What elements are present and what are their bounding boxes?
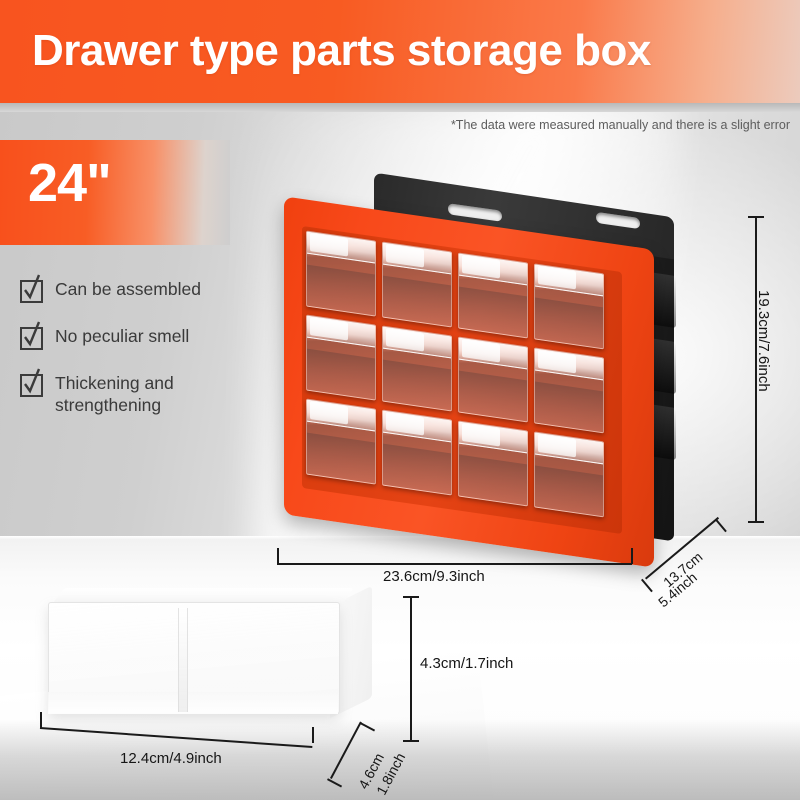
feature-label: Thickening and strengthening: [55, 373, 174, 416]
dim-cap: [312, 727, 314, 743]
header-divider: [0, 103, 800, 112]
drawer-divider: [178, 608, 188, 712]
feature-item: No peculiar smell: [20, 321, 270, 350]
table-lip: [0, 536, 800, 543]
feature-item: Can be assembled: [20, 274, 270, 303]
single-drawer-product: [30, 580, 372, 730]
dim-cap: [277, 548, 279, 564]
feature-label: Can be assembled: [55, 279, 201, 299]
drawer-cell[interactable]: [306, 314, 376, 401]
dim-label-drawer-width: 12.4cm/4.9inch: [120, 750, 222, 767]
dim-line-box-width: [277, 563, 632, 565]
dim-label-box-width: 23.6cm/9.3inch: [383, 568, 485, 585]
drawer-grid: [304, 228, 620, 532]
feature-item: Thickening and strengthening: [20, 368, 270, 416]
dim-label-box-height: 19.3cm/7.6inch: [755, 290, 772, 392]
feature-list: Can be assembled No peculiar smell Thick…: [20, 274, 270, 438]
checkbox-checked-icon: [20, 274, 43, 303]
drawer-cell[interactable]: [306, 230, 376, 317]
dim-label-drawer-height: 4.3cm/1.7inch: [420, 655, 514, 672]
dim-line-box-height: [755, 216, 757, 522]
drawer-cell[interactable]: [534, 263, 604, 350]
checkbox-checked-icon: [20, 368, 43, 397]
size-badge-band: [0, 140, 230, 245]
feature-label: No peculiar smell: [55, 326, 190, 346]
dim-cap: [748, 521, 764, 523]
drawer-floor: [48, 692, 338, 714]
drawer-cell[interactable]: [382, 241, 452, 328]
drawer-cell[interactable]: [458, 420, 528, 507]
header-banner: Drawer type parts storage box: [0, 0, 800, 103]
checkbox-checked-icon: [20, 321, 43, 350]
drawer-cell[interactable]: [382, 409, 452, 496]
drawer-cell[interactable]: [458, 252, 528, 339]
drawer-cell[interactable]: [534, 431, 604, 518]
storage-box-product: [278, 172, 698, 568]
drawer-cell[interactable]: [458, 336, 528, 423]
page-title: Drawer type parts storage box: [32, 26, 651, 75]
drawer-cell[interactable]: [534, 347, 604, 434]
dim-cap: [403, 740, 419, 742]
drawer-cell[interactable]: [306, 398, 376, 485]
dim-cap: [631, 548, 633, 564]
size-badge-value: 24": [28, 153, 112, 213]
dim-line-drawer-height: [410, 596, 412, 741]
measurement-disclaimer: *The data were measured manually and the…: [450, 118, 790, 132]
drawer-cell[interactable]: [382, 325, 452, 412]
dim-cap: [40, 712, 42, 728]
